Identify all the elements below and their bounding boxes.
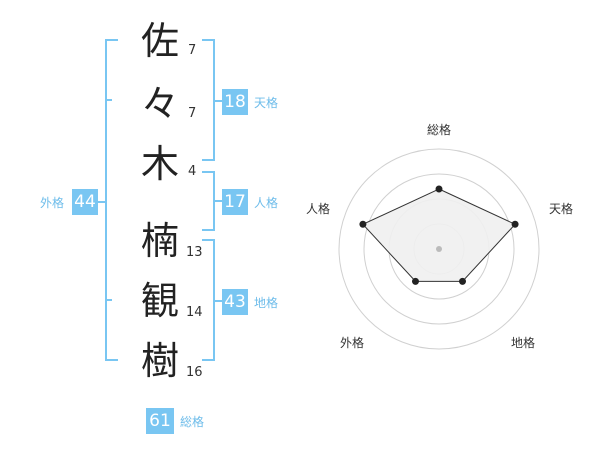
radar-axis-label-gaikaku: 外格 bbox=[340, 336, 365, 350]
stroke-count-4: 13 bbox=[186, 245, 203, 260]
jinkaku-label: 人格 bbox=[254, 196, 279, 210]
radar-value-polygon bbox=[362, 188, 516, 282]
radar-point-3 bbox=[459, 277, 467, 285]
radar-axis-label-jinkaku: 人格 bbox=[306, 202, 331, 216]
radar-axis-label-soukaku: 総格 bbox=[427, 123, 452, 137]
radar-point-2 bbox=[511, 220, 519, 228]
tenkaku-label: 天格 bbox=[254, 96, 279, 110]
stroke-count-6: 16 bbox=[186, 365, 203, 380]
name-char-1: 佐 bbox=[140, 19, 179, 63]
radar-point-1 bbox=[435, 185, 443, 193]
name-char-2: 々 bbox=[140, 82, 179, 126]
gaikaku-bracket bbox=[105, 39, 118, 361]
radar-point-5 bbox=[359, 220, 367, 228]
soukaku-value-badge: 61 bbox=[146, 408, 174, 434]
chikaku-value-badge: 43 bbox=[222, 289, 248, 315]
name-char-3: 木 bbox=[140, 142, 179, 186]
gaikaku-value-badge: 44 bbox=[72, 189, 98, 215]
gaikaku-label: 外格 bbox=[40, 196, 65, 210]
soukaku-label: 総格 bbox=[180, 415, 205, 429]
chikaku-label: 地格 bbox=[254, 296, 279, 310]
stroke-count-1: 7 bbox=[188, 43, 197, 58]
radar-grid-ring bbox=[338, 148, 540, 350]
stroke-count-2: 7 bbox=[188, 106, 197, 121]
radar-point-4 bbox=[411, 277, 419, 285]
radar-grid-ring bbox=[363, 173, 515, 325]
jinkaku-value-badge: 17 bbox=[222, 189, 248, 215]
radar-axis-label-chikaku: 地格 bbox=[511, 336, 536, 350]
radar-center-dot bbox=[436, 246, 442, 252]
name-char-6: 樹 bbox=[140, 339, 179, 383]
name-char-4: 楠 bbox=[140, 219, 179, 263]
name-char-5: 観 bbox=[140, 279, 179, 323]
stroke-count-3: 4 bbox=[188, 164, 197, 179]
stroke-count-5: 14 bbox=[186, 305, 203, 320]
tenkaku-value-badge: 18 bbox=[222, 89, 248, 115]
radar-axis-label-tenkaku: 天格 bbox=[549, 202, 574, 216]
